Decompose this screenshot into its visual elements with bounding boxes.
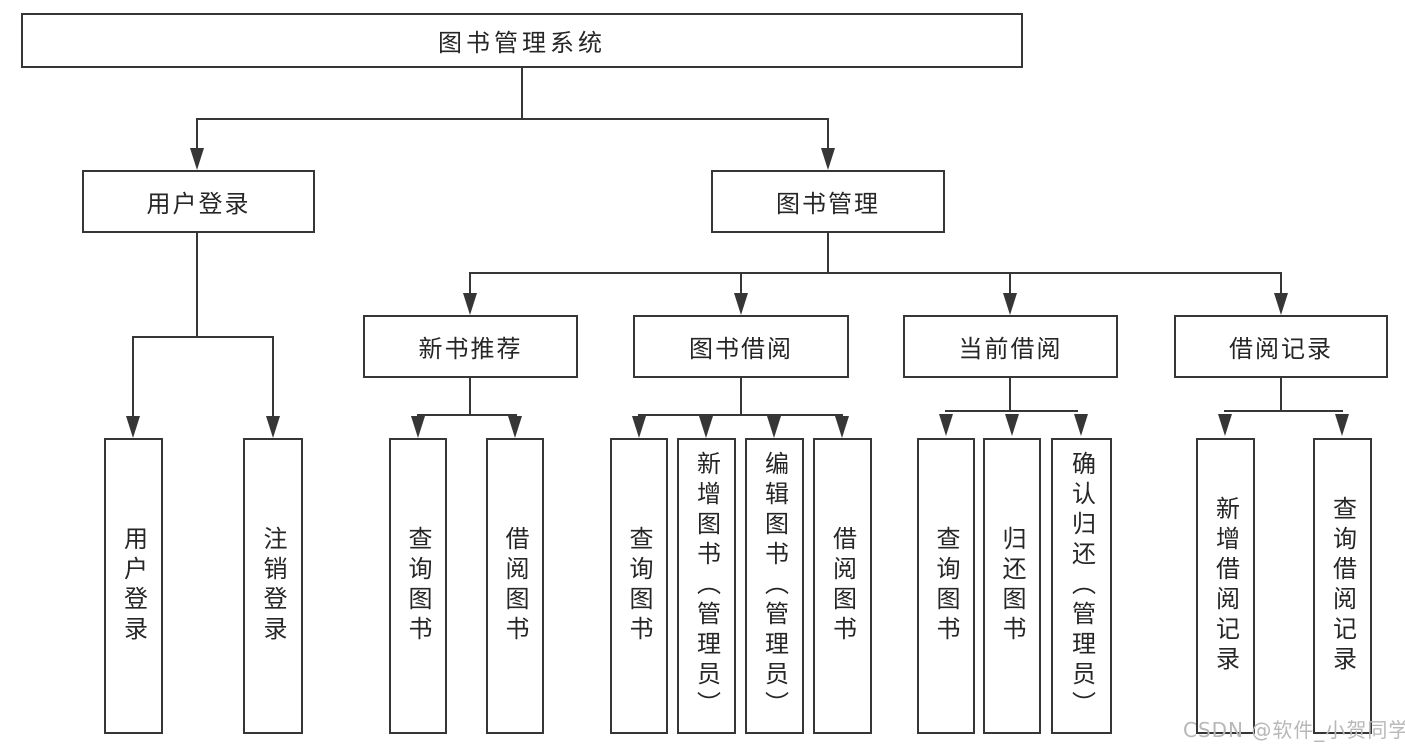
node-label: 借阅记录 — [1229, 335, 1333, 363]
leaf-borrow-book: 借阅图书 — [813, 438, 872, 734]
arrow-down-icon — [1005, 414, 1019, 436]
connector-drop-bookborrow — [740, 272, 742, 295]
arrow-down-icon — [734, 293, 748, 315]
node-label: 借阅图书 — [828, 526, 857, 646]
leaf-add-borrow-record: 新增借阅记录 — [1196, 438, 1255, 734]
node-label: 查询图书 — [625, 526, 653, 646]
arrow-down-icon — [508, 416, 522, 438]
node-book-management: 图书管理 — [711, 170, 945, 233]
node-label: 新增图书（管理员） — [692, 451, 721, 721]
leaf-borrow-book-newbook: 借阅图书 — [486, 438, 544, 734]
node-label: 当前借阅 — [958, 335, 1063, 363]
leaf-query-book-borrow: 查询图书 — [610, 438, 668, 734]
node-label: 查询图书 — [932, 526, 960, 646]
node-label: 用户登录 — [146, 190, 251, 218]
node-label: 确认归还（管理员） — [1067, 451, 1096, 721]
connector-bookborrow-split — [638, 414, 843, 416]
connector-newbook-split — [417, 414, 517, 416]
connector-root-split — [196, 118, 829, 120]
arrow-down-icon — [1218, 414, 1232, 436]
node-new-book-recommend: 新书推荐 — [363, 315, 578, 378]
node-label: 图书借阅 — [689, 335, 793, 363]
arrow-down-icon — [190, 148, 204, 170]
node-library-management-system: 图书管理系统 — [21, 13, 1023, 68]
node-label: 归还图书 — [998, 526, 1026, 646]
connector-root-stem — [521, 68, 523, 118]
connector-borrowrecord-stem — [1280, 378, 1282, 410]
connector-drop-leaf — [132, 336, 134, 416]
arrow-down-icon — [699, 416, 713, 438]
node-label: 查询图书 — [404, 526, 432, 646]
node-label: 新增借阅记录 — [1211, 496, 1240, 676]
connector-drop-newbook — [469, 272, 471, 295]
node-current-borrow: 当前借阅 — [903, 315, 1118, 378]
connector-drop-leaf — [272, 336, 274, 416]
arrow-down-icon — [632, 416, 646, 438]
watermark: CSDN @软件_小贺同学 — [1183, 718, 1405, 742]
connector-level3-split — [469, 272, 1282, 274]
arrow-down-icon — [821, 148, 835, 170]
connector-bookborrow-stem — [740, 378, 742, 414]
arrow-down-icon — [1003, 293, 1017, 315]
arrow-down-icon — [767, 416, 781, 438]
connector-newbook-stem — [469, 378, 471, 414]
node-borrow-record: 借阅记录 — [1174, 315, 1388, 378]
arrow-down-icon — [126, 416, 140, 438]
leaf-query-book-newbook: 查询图书 — [389, 438, 447, 734]
leaf-confirm-return-admin: 确认归还（管理员） — [1051, 438, 1112, 734]
node-user-login: 用户登录 — [82, 170, 315, 233]
connector-currentborrow-stem — [1009, 378, 1011, 410]
connector-userlogin-split — [132, 336, 274, 338]
arrow-down-icon — [939, 414, 953, 436]
leaf-edit-book-admin: 编辑图书（管理员） — [745, 438, 804, 734]
node-label: 新书推荐 — [418, 335, 523, 363]
node-label: 借阅图书 — [501, 526, 529, 646]
arrow-down-icon — [463, 293, 477, 315]
connector-drop-currentborrow — [1009, 272, 1011, 295]
leaf-return-book: 归还图书 — [983, 438, 1041, 734]
leaf-add-book-admin: 新增图书（管理员） — [677, 438, 736, 734]
arrow-down-icon — [266, 416, 280, 438]
node-label: 查询借阅记录 — [1328, 496, 1357, 676]
leaf-query-borrow-record: 查询借阅记录 — [1313, 438, 1372, 734]
connector-drop-user-login — [196, 118, 198, 150]
connector-currentborrow-split — [945, 410, 1078, 412]
leaf-query-book-current: 查询图书 — [917, 438, 975, 734]
arrow-down-icon — [1274, 293, 1288, 315]
connector-userlogin-stem — [196, 233, 198, 336]
connector-drop-book-management — [827, 118, 829, 150]
arrow-down-icon — [835, 416, 849, 438]
connector-borrowrecord-split — [1224, 410, 1343, 412]
arrow-down-icon — [411, 416, 425, 438]
node-label: 图书管理系统 — [438, 29, 606, 57]
connector-drop-borrowrecord — [1280, 272, 1282, 295]
node-label: 注销登录 — [259, 526, 287, 646]
leaf-logout: 注销登录 — [243, 438, 303, 734]
arrow-down-icon — [1074, 414, 1088, 436]
arrow-down-icon — [1335, 414, 1349, 436]
node-label: 编辑图书（管理员） — [760, 451, 789, 721]
node-book-borrow: 图书借阅 — [633, 315, 849, 378]
connector-bookmgmt-stem — [827, 233, 829, 272]
leaf-user-login: 用户登录 — [104, 438, 163, 734]
node-label: 图书管理 — [776, 190, 880, 218]
node-label: 用户登录 — [119, 526, 148, 646]
